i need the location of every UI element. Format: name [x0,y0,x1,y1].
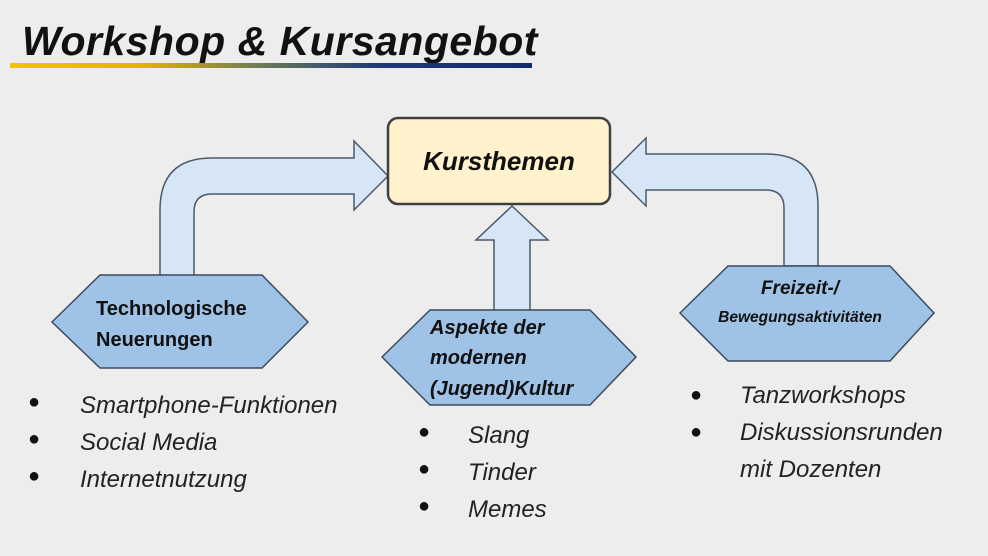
bullet-icon: ● [418,458,431,480]
list-leisure: ● Tanzworkshops ● Diskussionsrunden mit … [690,377,943,488]
list-item: ● Tanzworkshops [690,377,943,414]
hexagon-leisure [678,265,936,362]
list-item-label-continuation: mit Dozenten [740,456,882,483]
center-box-label: Kursthemen [423,146,575,176]
bullet-icon: ● [28,391,41,413]
list-culture: ● Slang ● Tinder ● Memes [418,421,547,533]
list-item: ● Smartphone-Funktionen [28,391,338,429]
list-item-label: Slang [468,422,530,449]
bullet-icon: ● [690,421,703,443]
hexagon-tech [50,274,310,369]
bullet-icon: ● [690,384,703,406]
arrow-tech-to-center [159,139,390,277]
bullet-icon: ● [28,465,41,487]
arrow-leisure-to-center [610,136,819,267]
list-item-label: Smartphone-Funktionen [80,392,338,419]
hexagon-culture-line3: (Jugend)Kultur [430,378,575,400]
bullet-icon: ● [418,421,431,443]
hexagon-culture-line2: modernen [430,347,527,369]
title-underline [10,63,532,68]
hexagon-tech-line2: Neuerungen [96,329,213,351]
list-item: ● Memes [418,495,547,533]
list-tech: ● Smartphone-Funktionen ● Social Media ●… [28,391,338,503]
hexagon-leisure-line1: Freizeit-/ [761,278,841,299]
arrow-culture-to-center [474,204,550,313]
list-item: ● Tinder [418,458,547,496]
list-item-label: Diskussionsrunden [740,419,943,446]
list-item: ● Diskussionsrunden mit Dozenten [690,414,943,488]
list-item-label: Memes [468,496,547,523]
hexagon-tech-line1: Technologische [96,298,247,320]
list-item-label: Tinder [468,459,536,486]
hexagon-culture [380,309,638,406]
list-item: ● Social Media [28,428,337,466]
list-item-label: Tanzworkshops [740,382,906,409]
hexagon-culture-line1: Aspekte der [429,317,546,339]
page-title: Workshop & Kursangebot [22,18,538,64]
list-item-label: Internetnutzung [80,466,247,493]
list-item: ● Slang [418,421,547,459]
list-item-label: Social Media [80,429,218,456]
list-item: ● Internetnutzung [28,465,337,503]
center-box [386,116,612,206]
hexagon-leisure-line2: Bewegungsaktivitäten [718,309,882,326]
bullet-icon: ● [28,428,41,450]
bullet-icon: ● [418,495,431,517]
